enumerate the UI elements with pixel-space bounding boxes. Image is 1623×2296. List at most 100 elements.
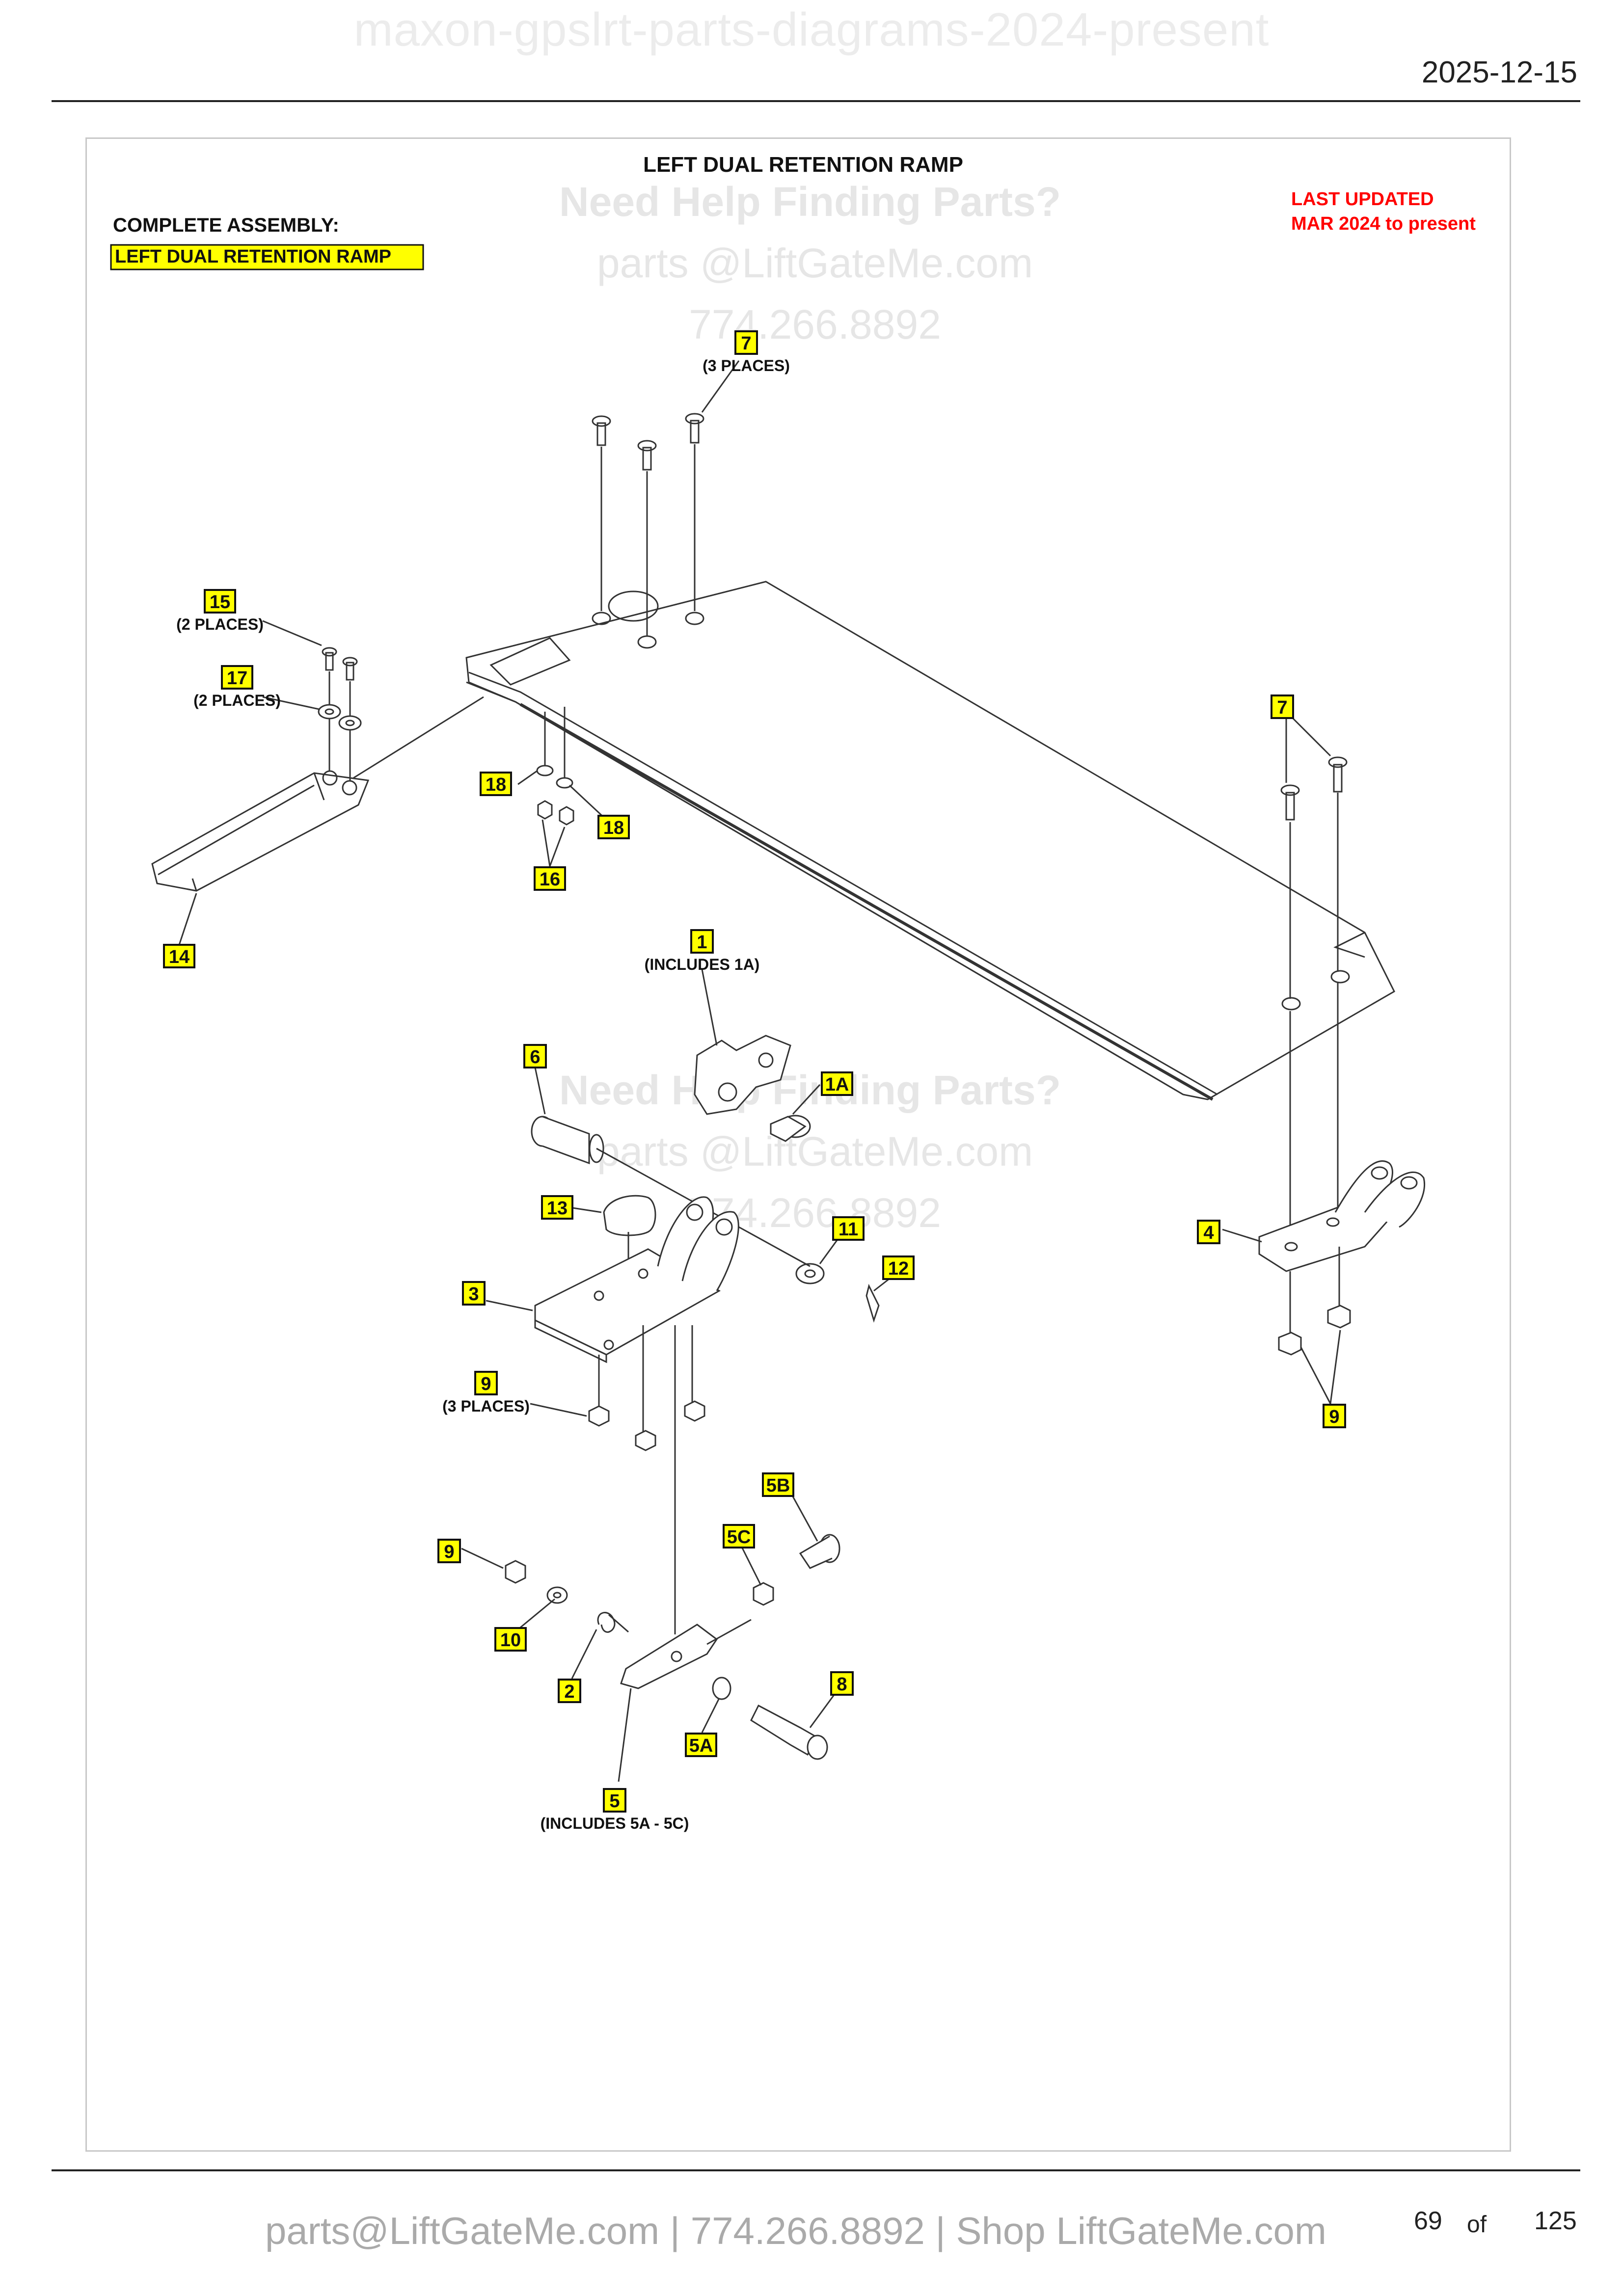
- bolt-7-left: [592, 415, 611, 446]
- callout-number: 2: [564, 1682, 574, 1702]
- callout-15: 15(2 PLACES): [176, 589, 264, 633]
- callout-box: [523, 1044, 547, 1068]
- callout-16: 16: [534, 866, 566, 891]
- callout-10: 10: [494, 1627, 527, 1652]
- callout-note: (INCLUDES 5A - 5C): [541, 1815, 689, 1832]
- page-number: 69: [1414, 2207, 1442, 2235]
- callout-note: (3 PLACES): [703, 357, 790, 374]
- callout-box: [437, 1539, 461, 1563]
- callout-box: [480, 772, 512, 796]
- callout-number: 17: [227, 668, 247, 689]
- callout-box: [1323, 1404, 1346, 1428]
- assembly-name: LEFT DUAL RETENTION RAMP: [115, 246, 391, 267]
- callout-number: 7: [1277, 697, 1287, 718]
- last-updated-line1: LAST UPDATED: [1291, 189, 1434, 210]
- callout-number: 16: [540, 869, 560, 890]
- callout-number: 5: [609, 1791, 620, 1812]
- bolt-7-mid: [637, 440, 657, 471]
- callout-5: 5 (INCLUDES 5A - 5C): [541, 1788, 689, 1832]
- callout-number: 1A: [825, 1074, 849, 1095]
- page-of: of: [1467, 2212, 1487, 2238]
- callout-number: 9: [481, 1374, 491, 1394]
- assembly-label: COMPLETE ASSEMBLY:: [113, 214, 339, 236]
- callout-number: 5B: [766, 1475, 790, 1496]
- callout-box: [685, 1733, 717, 1757]
- callout-13: 13: [541, 1195, 573, 1220]
- watermark-line1-b: Need Help Finding Parts?: [559, 1067, 1061, 1113]
- callout-box: [882, 1255, 915, 1280]
- callout-7: 7: [1271, 694, 1294, 719]
- footer-rule: [52, 2169, 1580, 2171]
- callout-11: 11: [832, 1216, 865, 1241]
- callout-2: 2: [558, 1679, 581, 1703]
- diagram-title: LEFT DUAL RETENTION RAMP: [643, 153, 963, 177]
- callout-4: 4: [1197, 1220, 1220, 1244]
- callout-box: [474, 1371, 498, 1395]
- callout-6: 6: [523, 1044, 547, 1068]
- callout-box: [1271, 694, 1294, 719]
- callout-box: [1197, 1220, 1220, 1244]
- callout-box: [494, 1627, 527, 1652]
- last-updated-line2: MAR 2024 to present: [1291, 214, 1476, 234]
- callout-number: 9: [444, 1542, 454, 1562]
- callout-9: 9(3 PLACES): [442, 1371, 530, 1415]
- line-art: [151, 413, 1425, 1760]
- callout-box: [204, 589, 236, 614]
- callout-box: [603, 1788, 626, 1813]
- callout-box: [734, 330, 758, 355]
- callout-8: 8: [830, 1671, 854, 1696]
- callout-box: [723, 1524, 755, 1548]
- callout-number: 4: [1203, 1223, 1214, 1243]
- callout-box: [541, 1195, 573, 1220]
- bolt-7-right: [685, 413, 704, 444]
- callout-number: 15: [210, 592, 230, 613]
- callout-3: 3: [462, 1281, 486, 1306]
- page-total: 125: [1534, 2207, 1577, 2235]
- callout-5c: 5C: [723, 1524, 755, 1548]
- callout-box: [221, 665, 253, 690]
- callout-box: [690, 929, 714, 954]
- footer-contact: parts@LiftGateMe.com | 774.266.8892 | Sh…: [265, 2209, 1326, 2252]
- callout-group: 7(3 PLACES)15(2 PLACES)17(2 PLACES)18181…: [163, 330, 1346, 1832]
- callout-number: 18: [486, 774, 506, 795]
- callout-box: [558, 1679, 581, 1703]
- callout-note: (INCLUDES 1A): [645, 956, 760, 973]
- callout-9: 9: [1323, 1404, 1346, 1428]
- callout-number: 12: [888, 1258, 909, 1279]
- callout-box: [534, 866, 566, 891]
- watermark-line1: Need Help Finding Parts?: [559, 179, 1061, 225]
- callout-note: (2 PLACES): [193, 692, 281, 709]
- callout-number: 13: [547, 1198, 568, 1219]
- callout-14: 14: [163, 944, 195, 968]
- document-date: 2025-12-15: [1421, 55, 1577, 89]
- document-title: maxon-gpslrt-parts-diagrams-2024-present: [353, 3, 1270, 56]
- diagram-frame: [85, 137, 1511, 2152]
- callout-9: 9: [437, 1539, 461, 1563]
- callout-18: 18: [480, 772, 512, 796]
- callout-number: 5C: [727, 1527, 751, 1548]
- callout-box: [163, 944, 195, 968]
- callout-number: 11: [839, 1219, 858, 1240]
- callout-number: 7: [741, 333, 751, 354]
- callout-number: 3: [468, 1284, 479, 1305]
- callout-box: [762, 1472, 794, 1497]
- callout-7: 7 (3 PLACES): [703, 330, 790, 374]
- callout-number: 18: [603, 818, 624, 838]
- callout-box: [597, 815, 630, 839]
- assembly-name-box: [110, 244, 424, 270]
- callout-12: 12: [882, 1255, 915, 1280]
- callout-5a: 5A: [685, 1733, 717, 1757]
- callout-box: [462, 1281, 486, 1306]
- callout-number: 1: [697, 932, 707, 953]
- callout-17: 17 (2 PLACES): [193, 665, 281, 709]
- callout-number: 6: [530, 1047, 540, 1068]
- callout-number: 5A: [689, 1735, 713, 1756]
- watermark-line3: 774.266.8892: [689, 301, 941, 347]
- callout-1: 1 (INCLUDES 1A): [645, 929, 760, 973]
- callout-number: 8: [837, 1674, 847, 1695]
- callout-1a: 1A: [821, 1071, 853, 1096]
- callout-box: [830, 1671, 854, 1696]
- callout-number: 14: [169, 947, 189, 967]
- watermark-line2: parts @LiftGateMe.com: [597, 240, 1033, 286]
